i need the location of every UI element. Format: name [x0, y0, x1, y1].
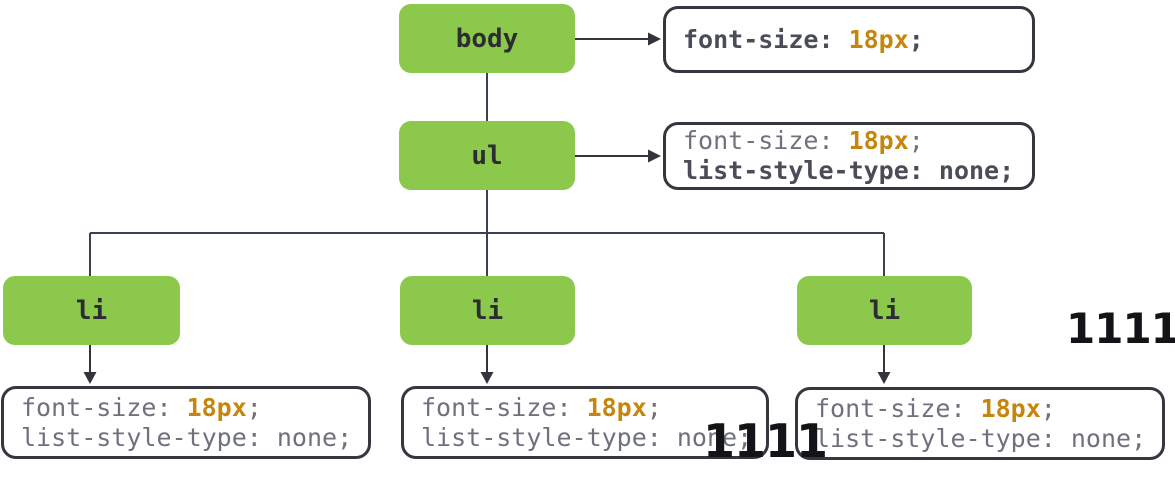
css-rule-line: list-style-type: none;: [815, 423, 1147, 454]
code-token-inherited: ;: [246, 392, 262, 422]
code-token-declared: font-size:: [683, 24, 834, 54]
code-token-inherited: list-style-type: none;: [815, 423, 1147, 453]
code-token-inherited: list-style-type: none;: [21, 422, 353, 452]
node-label: ul: [471, 140, 503, 171]
element-node-body: body: [399, 4, 575, 73]
arrowhead-down-icon: [480, 372, 494, 384]
style-box-body: font-size: 18px;: [663, 6, 1035, 73]
li3-style-arrow: [877, 345, 891, 384]
style-box-li-3: font-size: 18px; list-style-type: none;: [795, 387, 1165, 460]
arrowhead-right-icon: [648, 32, 661, 46]
code-token-inherited: ;: [646, 392, 662, 422]
code-token-inherited: [834, 126, 849, 155]
code-token-value: 18px: [848, 126, 909, 155]
arrowhead-down-icon: [877, 372, 891, 384]
code-token-inherited: font-size:: [421, 392, 572, 422]
css-rule-line: font-size: 18px;: [683, 25, 1015, 55]
css-rule-line: font-size: 18px;: [815, 394, 1145, 424]
code-token-inherited: [572, 393, 587, 422]
node-label: li: [868, 295, 901, 326]
css-rule-line: font-size: 18px;: [421, 393, 749, 423]
stray-text-annotation-bottom: 1111: [703, 414, 828, 468]
style-box-li-2: font-size: 18px; list-style-type: none;: [401, 386, 769, 459]
style-box-li-1: font-size: 18px; list-style-type: none;: [1, 386, 371, 459]
ul-style-arrow: [575, 149, 661, 163]
code-token-declared: list-style-type:: [683, 156, 924, 185]
stray-text-annotation-right: 1111: [1066, 304, 1175, 353]
css-rule-line: list-style-type: none;: [21, 422, 353, 453]
code-token-inherited: ;: [1040, 393, 1056, 423]
code-token-value: 18px: [586, 392, 647, 422]
code-token-value: 18px: [980, 393, 1041, 423]
node-label: li: [471, 295, 504, 326]
css-rule-line: list-style-type: none;: [421, 422, 753, 453]
code-token-value: 18px: [186, 392, 247, 422]
code-token-inherited: font-size:: [21, 392, 172, 422]
body-style-arrow: [575, 32, 661, 46]
code-token-inherited: [966, 394, 981, 423]
css-rule-line: font-size: 18px;: [21, 393, 351, 423]
code-token-declared: ;: [908, 24, 924, 54]
code-token-declared: ;: [999, 156, 1015, 185]
code-token-declared: none: [938, 156, 1000, 185]
element-node-li-2: li: [400, 276, 575, 345]
code-token-declared: [834, 25, 849, 54]
css-rule-line: list-style-type: none;: [683, 156, 1015, 186]
element-node-li-1: li: [3, 276, 180, 345]
element-node-ul: ul: [399, 121, 575, 190]
arrowhead-down-icon: [83, 372, 97, 384]
code-token-value: 18px: [848, 24, 909, 54]
css-rule-line: font-size: 18px;: [683, 126, 1015, 156]
li1-style-arrow: [83, 345, 97, 384]
code-token-inherited: list-style-type: none;: [421, 422, 753, 452]
code-token-inherited: ;: [908, 126, 924, 155]
li2-style-arrow: [480, 345, 494, 384]
code-token-declared: [924, 156, 939, 185]
code-token-inherited: font-size:: [683, 126, 834, 155]
arrowhead-right-icon: [648, 149, 661, 163]
style-box-ul: font-size: 18px; list-style-type: none;: [663, 122, 1035, 190]
node-label: li: [75, 295, 108, 326]
ul-li-tree-connector: [89, 190, 885, 276]
code-token-inherited: [172, 393, 187, 422]
code-token-inherited: font-size:: [815, 393, 966, 423]
node-label: body: [455, 23, 519, 54]
element-node-li-3: li: [797, 276, 972, 345]
